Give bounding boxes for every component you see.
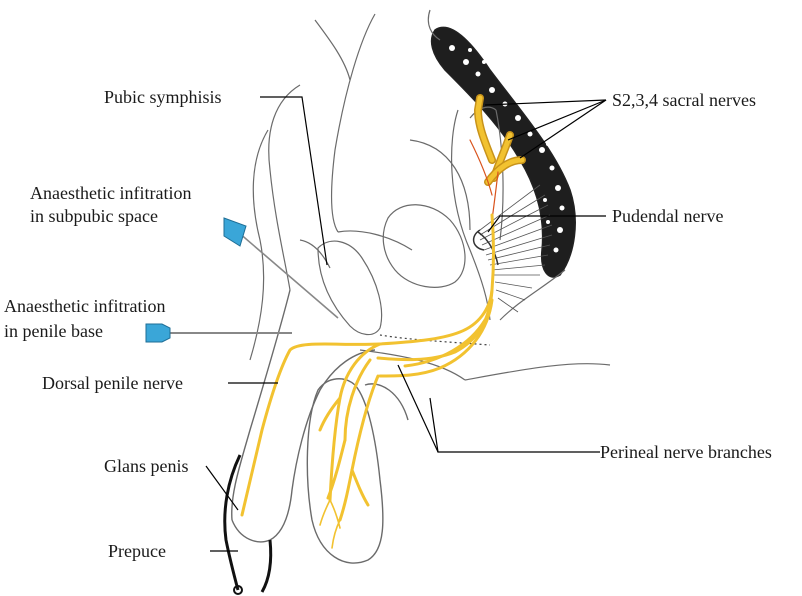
needle-subpubic: [224, 218, 338, 318]
label-pubic-symphisis: Pubic symphisis: [104, 86, 222, 108]
prepuce-outline-lower: [262, 540, 271, 592]
label-anaesthetic-base-1: Anaesthetic infitration: [4, 295, 165, 317]
pudendal-nerve-tree: [242, 215, 494, 548]
label-glans-penis: Glans penis: [104, 455, 189, 477]
label-perineal-branches: Perineal nerve branches: [600, 441, 772, 463]
label-pudendal-nerve: Pudendal nerve: [612, 205, 723, 227]
needle-penile-base: [146, 324, 292, 342]
label-dorsal-penile-nerve: Dorsal penile nerve: [42, 372, 183, 394]
leader-perineal-a: [430, 398, 600, 452]
leader-pubic-symphisis: [260, 97, 327, 265]
label-prepuce: Prepuce: [108, 540, 166, 562]
label-anaesthetic-subpubic-1: Anaesthetic infitration: [30, 182, 191, 204]
label-anaesthetic-subpubic-2: in subpubic space: [30, 205, 158, 227]
label-anaesthetic-base-2: in penile base: [4, 320, 103, 342]
label-sacral-nerves: S2,3,4 sacral nerves: [612, 89, 756, 111]
